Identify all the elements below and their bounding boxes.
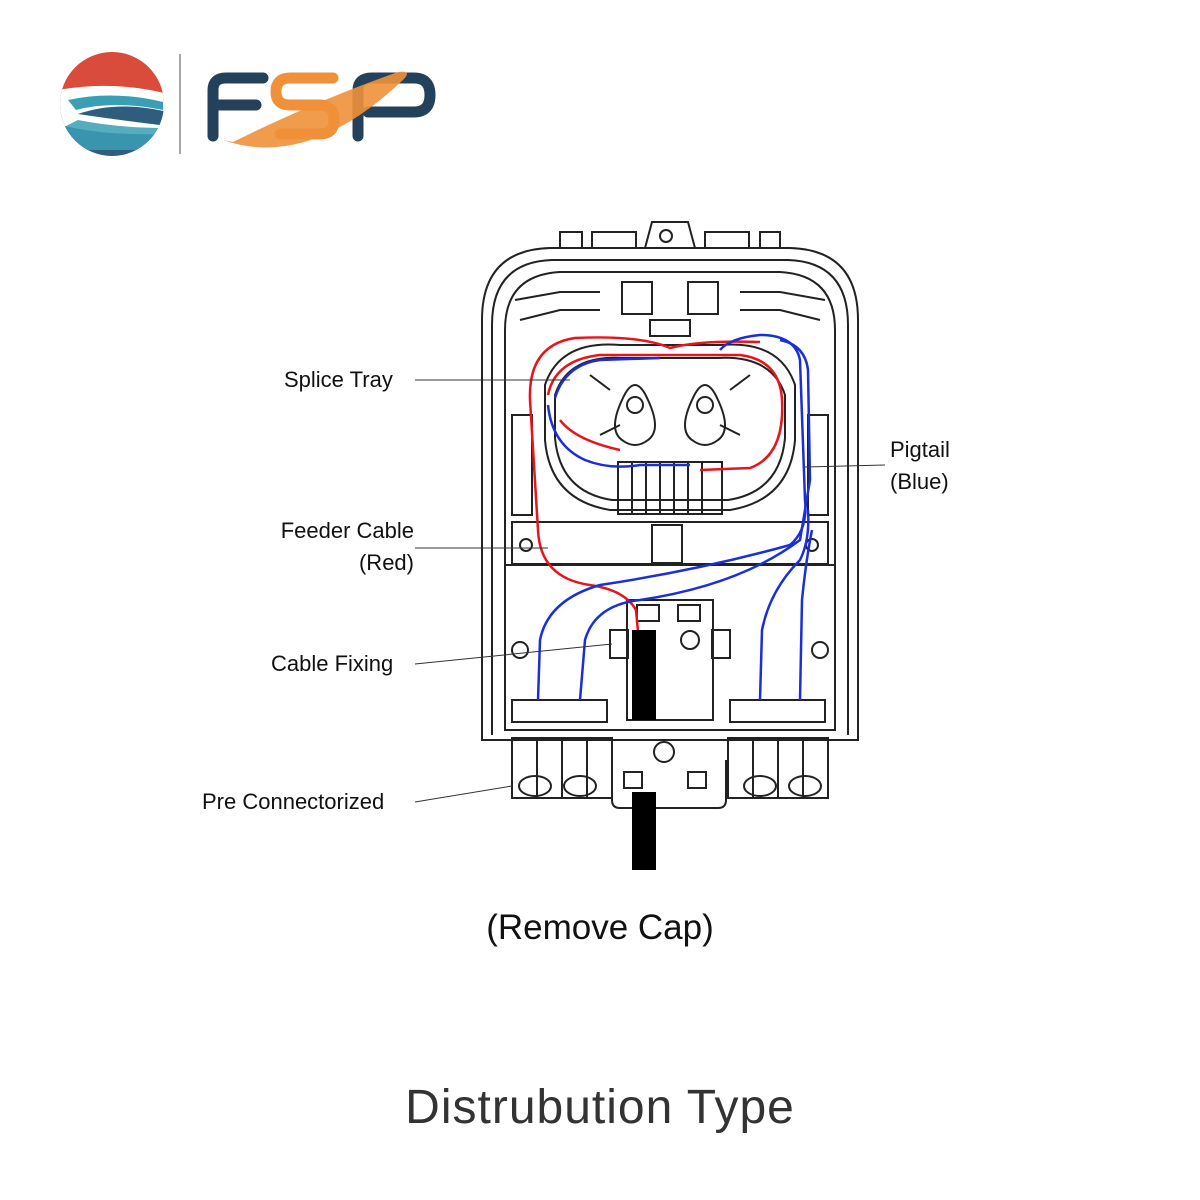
leader-lines [414, 379, 886, 803]
drop-cable-inner [632, 630, 656, 720]
label-feeder-line2: (Red) [358, 550, 414, 575]
drop-cable-outer [632, 792, 656, 870]
label-feeder-line1: Feeder Cable [280, 518, 414, 543]
pigtails-blue [536, 333, 814, 701]
label-splice-tray: Splice Tray [284, 367, 393, 392]
label-pigtail-line1: Pigtail [890, 437, 950, 462]
page-title: Distrubution Type [405, 1081, 795, 1134]
label-pigtail-line2: (Blue) [890, 469, 949, 494]
feeder-cable-red [528, 336, 784, 633]
caption-remove-cap: (Remove Cap) [486, 908, 714, 947]
enclosure-outline [481, 221, 859, 809]
label-pre-connectorized: Pre Connectorized [202, 789, 385, 814]
label-cable-fixing: Cable Fixing [271, 651, 394, 676]
logo-swoosh [223, 71, 407, 148]
label-feeder-cable: Feeder Cable (Red) [250, 515, 414, 579]
label-pigtail: Pigtail (Blue) [890, 434, 950, 498]
fsp-logo [60, 52, 436, 156]
